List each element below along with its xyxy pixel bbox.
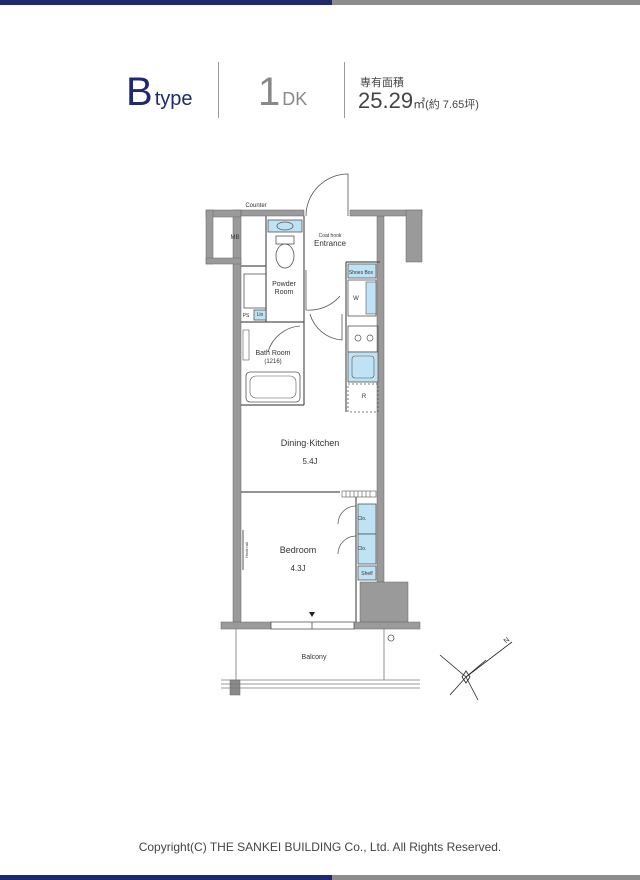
label-shelf: Shelf [361,571,373,577]
sink-bowl [276,221,294,231]
entrance-door [305,173,349,217]
header-divider-1 [218,62,219,118]
aircon-grille [341,490,377,498]
label-lin: Lin [257,312,264,318]
area-tsubo: (約 7.65坪) [425,99,479,111]
bottom-accent-bar [0,875,640,880]
label-bedroom-size: 4.3J [290,564,305,573]
area-unit: ㎡ [413,97,426,111]
toilet-tank [275,235,295,245]
label-powder-2: Room [275,289,294,296]
header-divider-2 [344,62,345,118]
area-number: 25.29 [358,88,414,113]
mb-left-wall [205,209,214,265]
label-powder-1: Powder [272,281,296,288]
label-r: R [362,394,367,400]
label-clo-2: Clo. [358,546,367,552]
burner-1 [354,334,362,342]
linen-cabinet [253,309,267,321]
bath-door [267,325,301,353]
closet-2 [357,533,377,565]
shelf-box [357,565,377,581]
top-bar-navy [0,0,332,5]
closet-door-1 [337,505,357,525]
type-word: type [154,88,193,110]
balcony-post [387,634,395,642]
window-arrow [309,612,315,617]
label-mb: MB [231,235,240,241]
label-clo-1: Clo. [358,516,367,522]
balcony-drain [229,679,241,696]
shoe-box [347,263,377,279]
label-hook-rail: Hook rail [244,542,249,558]
label-coat-hook: Coat hook [319,233,342,239]
label-balcony: Balcony [302,654,327,661]
label-dining-kitchen: Dining·Kitchen [281,438,340,448]
label-w: W [353,296,359,302]
label-dk-size: 5.4J [302,457,317,466]
kitchen-sink-bowl [351,355,375,379]
bathtub [245,371,301,403]
balcony-window [270,621,355,630]
north-wall-left [240,209,305,217]
type-letter: B [126,70,153,114]
south-wall-right [353,621,421,630]
washbasin [243,273,267,309]
kitchen-sink [347,351,379,383]
balcony-rails [221,629,420,689]
label-counter: Counter [245,203,266,209]
bath-vanity [242,329,250,361]
top-accent-bar [0,0,640,5]
label-ps: PS [243,313,250,319]
counter-sink [267,219,303,233]
compass-star [439,641,513,701]
bottom-bar-grey [332,875,640,880]
label-shoes-box: Shoes Box [349,270,374,276]
fridge-space [347,383,379,413]
area-value: 25.29㎡(約 7.65坪) [358,88,479,114]
label-entrance: Entrance [314,239,347,248]
label-bedroom: Bedroom [280,545,317,555]
closet-door-2 [337,535,357,555]
stove [347,325,379,353]
layout-suffix: DK [282,89,308,109]
se-pillar [359,581,409,623]
ne-pillar [405,209,423,263]
burner-2 [366,334,374,342]
area-label: 専有面積 [360,77,404,89]
label-bath-room: Bath Room [255,350,290,357]
top-bar-grey [332,0,640,5]
bathtub-inner [249,375,297,399]
hall-door [309,313,343,341]
layout-number: 1 [258,70,281,114]
label-bath-size: (1216) [264,359,281,365]
w-closet-blue [365,281,377,315]
west-wall [232,209,242,623]
south-wall-left [220,621,272,630]
mb-bottom-wall [205,257,242,265]
copyright-text: Copyright(C) THE SANKEI BUILDING Co., Lt… [138,840,502,854]
toilet-bowl [275,243,295,269]
powder-door [305,270,341,311]
bottom-bar-navy [0,875,332,880]
compass-north-label: N [503,637,511,646]
